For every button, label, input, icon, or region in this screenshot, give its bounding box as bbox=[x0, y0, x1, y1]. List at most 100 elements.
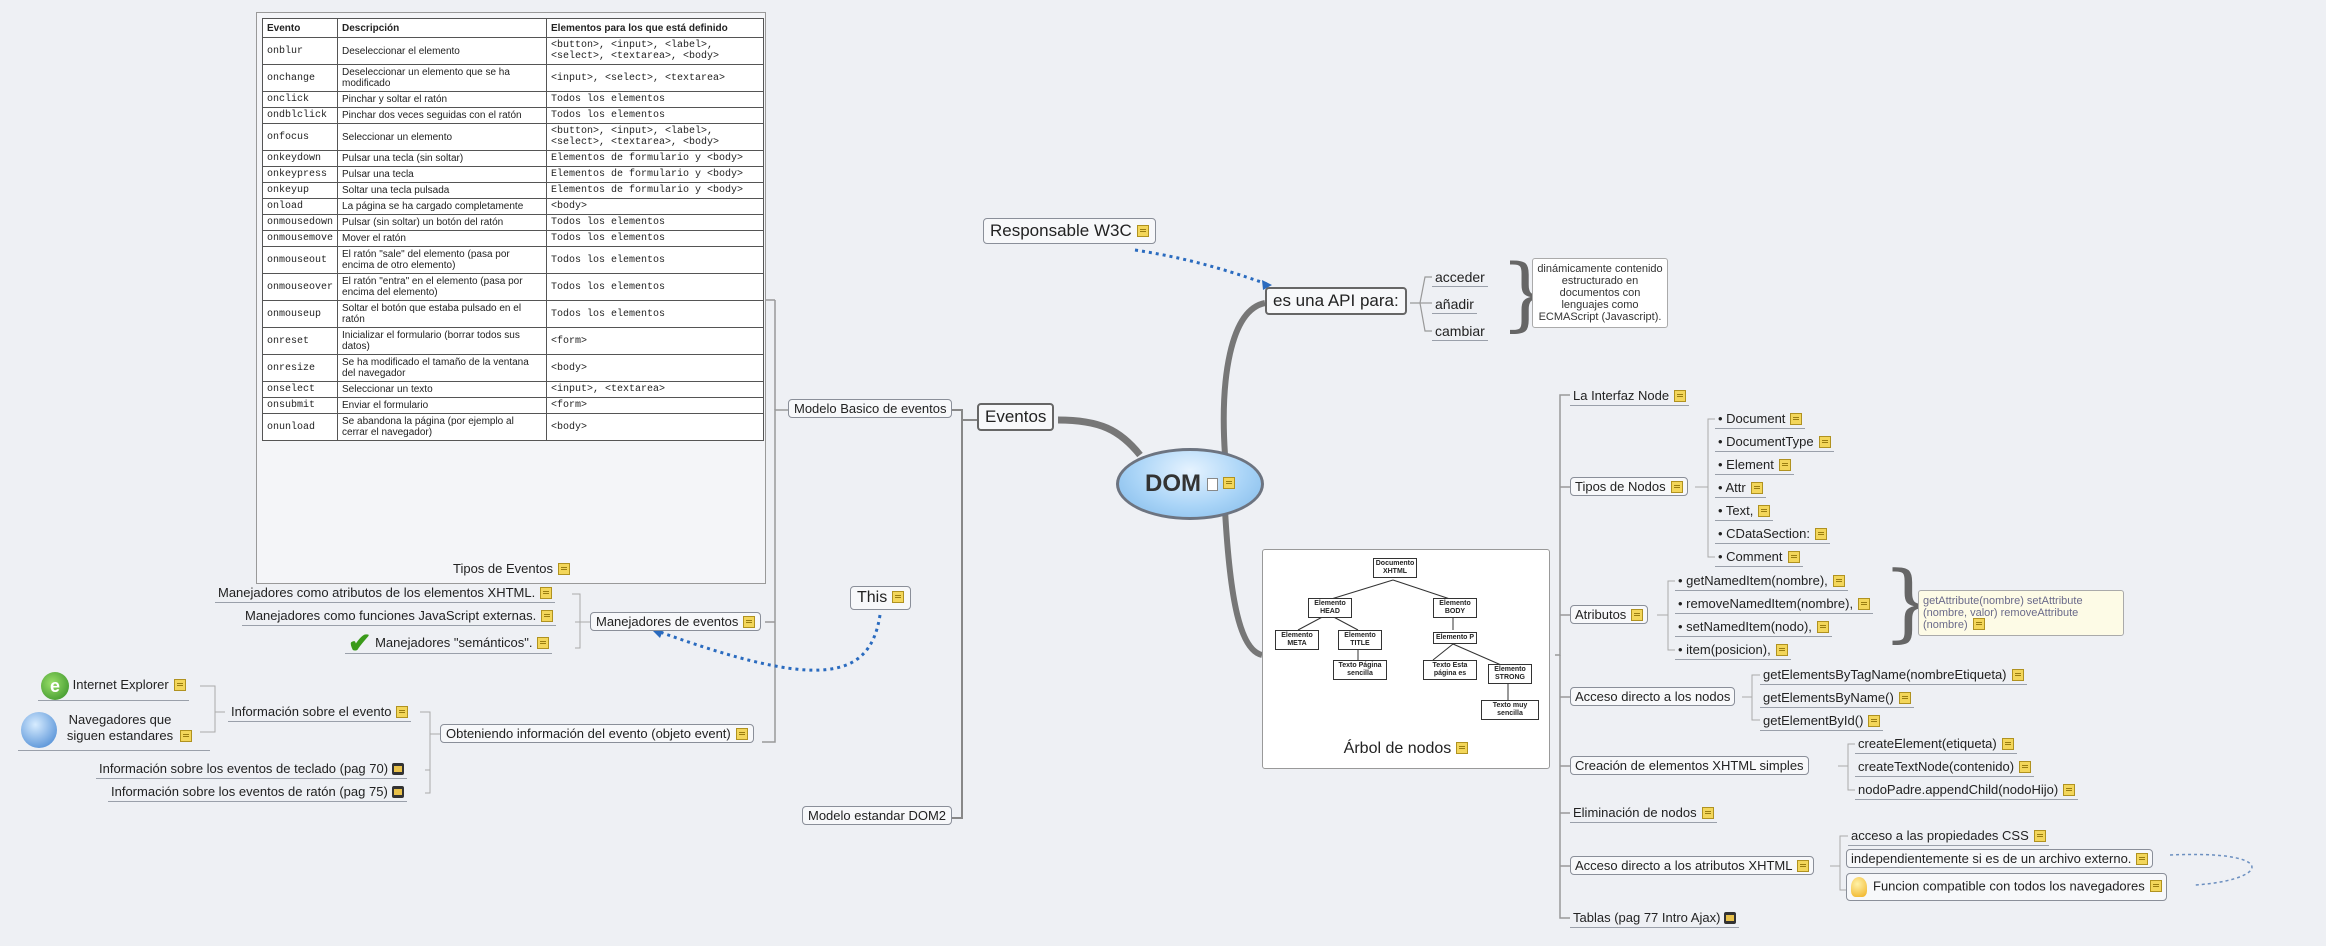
manejadores-node[interactable]: Manejadores de eventos bbox=[590, 612, 762, 631]
funcion-compatible[interactable]: Funcion compatible con todos los navegad… bbox=[1846, 873, 2167, 901]
acceso-atributos-item[interactable]: Acceso directo a los atributos XHTML bbox=[1570, 856, 1815, 875]
manejadores-atributos[interactable]: Manejadores como atributos de los elemen… bbox=[215, 584, 556, 603]
responsable-node[interactable]: Responsable W3C bbox=[983, 218, 1156, 244]
note-icon bbox=[180, 729, 192, 742]
attr-item[interactable]: • item(posicion), bbox=[1675, 641, 1791, 660]
tree-node-documento: Documento XHTML bbox=[1373, 558, 1417, 578]
event-elements-cell: Todos los elementos bbox=[546, 273, 765, 301]
note-icon bbox=[396, 705, 409, 718]
node-tree-diagram[interactable]: Documento XHTML Elemento HEAD Elemento B… bbox=[1262, 549, 1550, 769]
acceso-getelementbyid[interactable]: getElementById() bbox=[1760, 712, 1884, 731]
tree-node-p: Elemento P bbox=[1433, 632, 1477, 644]
interfaz-node-item[interactable]: La Interfaz Node bbox=[1570, 387, 1690, 406]
lightbulb-icon bbox=[1851, 877, 1867, 897]
ie-node[interactable]: e Internet Explorer bbox=[38, 670, 189, 701]
attr-setnameditem[interactable]: • setNamedItem(nodo), bbox=[1675, 618, 1832, 637]
obteniendo-node[interactable]: Obteniendo información del evento (objet… bbox=[440, 724, 754, 743]
tipo-text[interactable]: • Text, bbox=[1715, 502, 1774, 521]
acceso-nodos-item[interactable]: Acceso directo a los nodos bbox=[1570, 687, 1736, 706]
tipos-nodos-item[interactable]: Tipos de Nodos bbox=[1570, 477, 1688, 496]
event-description-cell: Deseleccionar un elemento que se ha modi… bbox=[337, 64, 548, 92]
tree-node-body: Elemento BODY bbox=[1433, 598, 1477, 618]
tree-node-text-p: Texto Esta página es bbox=[1423, 660, 1477, 680]
document-icon bbox=[1207, 477, 1218, 491]
api-item-cambiar[interactable]: cambiar bbox=[1432, 322, 1488, 341]
event-elements-cell: Elementos de formulario y <body> bbox=[546, 166, 765, 183]
event-description-cell: El ratón "entra" en el elemento (pasa po… bbox=[337, 273, 548, 301]
acceso-getelementsbyname[interactable]: getElementsByName() bbox=[1760, 689, 1914, 708]
event-description-cell: Seleccionar un texto bbox=[337, 381, 548, 398]
event-name-cell: onclick bbox=[261, 91, 339, 108]
event-name-cell: onmousemove bbox=[261, 230, 339, 247]
event-elements-cell: <body> bbox=[546, 413, 765, 441]
tablas-item[interactable]: Tablas (pag 77 Intro Ajax) bbox=[1570, 909, 1740, 928]
tipos-eventos-caption[interactable]: Tipos de Eventos bbox=[450, 560, 573, 578]
tipo-documenttype[interactable]: • DocumentType bbox=[1715, 433, 1834, 452]
note-icon bbox=[1818, 435, 1831, 448]
event-name-cell: onmouseout bbox=[261, 246, 339, 274]
attr-getnameditem[interactable]: • getNamedItem(nombre), bbox=[1675, 572, 1848, 591]
api-item-acceder[interactable]: acceder bbox=[1432, 268, 1488, 287]
event-elements-cell: Todos los elementos bbox=[546, 246, 765, 274]
event-description-cell: Pulsar una tecla (sin soltar) bbox=[337, 150, 548, 167]
acceso-archivo-externo[interactable]: independientemente si es de un archivo e… bbox=[1846, 849, 2154, 868]
events-table: Evento Descripción Elementos para los qu… bbox=[261, 18, 765, 441]
manejadores-funciones[interactable]: Manejadores como funciones JavaScript ex… bbox=[242, 607, 557, 626]
page-link-icon bbox=[1724, 911, 1737, 924]
eliminacion-item[interactable]: Eliminación de nodos bbox=[1570, 804, 1717, 823]
manejadores-semanticos[interactable]: ✔ Manejadores "semánticos". bbox=[345, 629, 553, 657]
dom-root-node[interactable]: DOM bbox=[1116, 448, 1264, 520]
event-description-cell: Se abandona la página (por ejemplo al ce… bbox=[337, 413, 548, 441]
event-elements-cell: <button>, <input>, <label>, <select>, <t… bbox=[546, 123, 765, 151]
event-description-cell: Inicializar el formulario (borrar todos … bbox=[337, 327, 548, 355]
attr-removenameditem[interactable]: • removeNamedItem(nombre), bbox=[1675, 595, 1874, 614]
globe-icon bbox=[21, 712, 57, 748]
navegadores-node[interactable]: Navegadores que siguen estandares bbox=[18, 712, 210, 751]
note-icon bbox=[1750, 481, 1763, 494]
tipo-attr[interactable]: • Attr bbox=[1715, 479, 1766, 498]
modelo-dom2-node[interactable]: Modelo estandar DOM2 bbox=[802, 806, 953, 825]
creacion-item[interactable]: Creación de elementos XHTML simples bbox=[1570, 756, 1809, 775]
tipo-document[interactable]: • Document bbox=[1715, 410, 1806, 429]
table-header-row: Evento Descripción Elementos para los qu… bbox=[261, 18, 765, 38]
acceso-getelementsbytagname[interactable]: getElementsByTagName(nombreEtiqueta) bbox=[1760, 666, 2027, 685]
creacion-createelement[interactable]: createElement(etiqueta) bbox=[1855, 735, 2017, 754]
tipo-comment[interactable]: • Comment bbox=[1715, 548, 1803, 567]
event-name-cell: onmouseover bbox=[261, 273, 339, 301]
event-elements-cell: <button>, <input>, <label>, <select>, <t… bbox=[546, 37, 765, 65]
note-icon bbox=[2149, 880, 2162, 892]
creacion-createtextnode[interactable]: createTextNode(contenido) bbox=[1855, 758, 2035, 777]
api-node[interactable]: es una API para: bbox=[1265, 287, 1407, 315]
note-icon bbox=[1136, 224, 1149, 237]
note-icon bbox=[1790, 412, 1803, 425]
event-description-cell: El ratón "sale" del elemento (pasa por e… bbox=[337, 246, 548, 274]
info-teclado-node[interactable]: Información sobre los eventos de teclado… bbox=[96, 760, 408, 779]
tree-node-title: Elemento TITLE bbox=[1338, 630, 1382, 650]
note-icon bbox=[2001, 737, 2014, 750]
info-evento-node[interactable]: Información sobre el evento bbox=[228, 703, 412, 722]
note-icon bbox=[1775, 643, 1788, 656]
tipo-element[interactable]: • Element bbox=[1715, 456, 1794, 475]
tree-node-strong: Elemento STRONG bbox=[1488, 664, 1532, 684]
atributos-note[interactable]: getAttribute(nombre) setAttribute (nombr… bbox=[1918, 590, 2124, 637]
creacion-appendchild[interactable]: nodoPadre.appendChild(nodoHijo) bbox=[1855, 781, 2079, 800]
event-description-cell: Seleccionar un elemento bbox=[337, 123, 548, 151]
modelo-basico-node[interactable]: Modelo Basico de eventos bbox=[788, 399, 953, 418]
tipo-cdatasection[interactable]: • CDataSection: bbox=[1715, 525, 1830, 544]
atributos-item[interactable]: Atributos bbox=[1570, 605, 1649, 624]
event-name-cell: onsubmit bbox=[261, 397, 339, 414]
info-raton-node[interactable]: Información sobre los eventos de ratón (… bbox=[108, 783, 407, 802]
api-note[interactable]: dinámicamente contenido estructurado en … bbox=[1532, 258, 1668, 328]
eventos-node[interactable]: Eventos bbox=[977, 403, 1055, 431]
this-node[interactable]: This bbox=[850, 586, 912, 610]
event-elements-cell: Todos los elementos bbox=[546, 91, 765, 108]
event-description-cell: Se ha modificado el tamaño de la ventana… bbox=[337, 354, 548, 382]
acceso-css[interactable]: acceso a las propiedades CSS bbox=[1848, 827, 2049, 846]
note-icon bbox=[1701, 806, 1714, 819]
api-item-anadir[interactable]: añadir bbox=[1432, 295, 1477, 314]
